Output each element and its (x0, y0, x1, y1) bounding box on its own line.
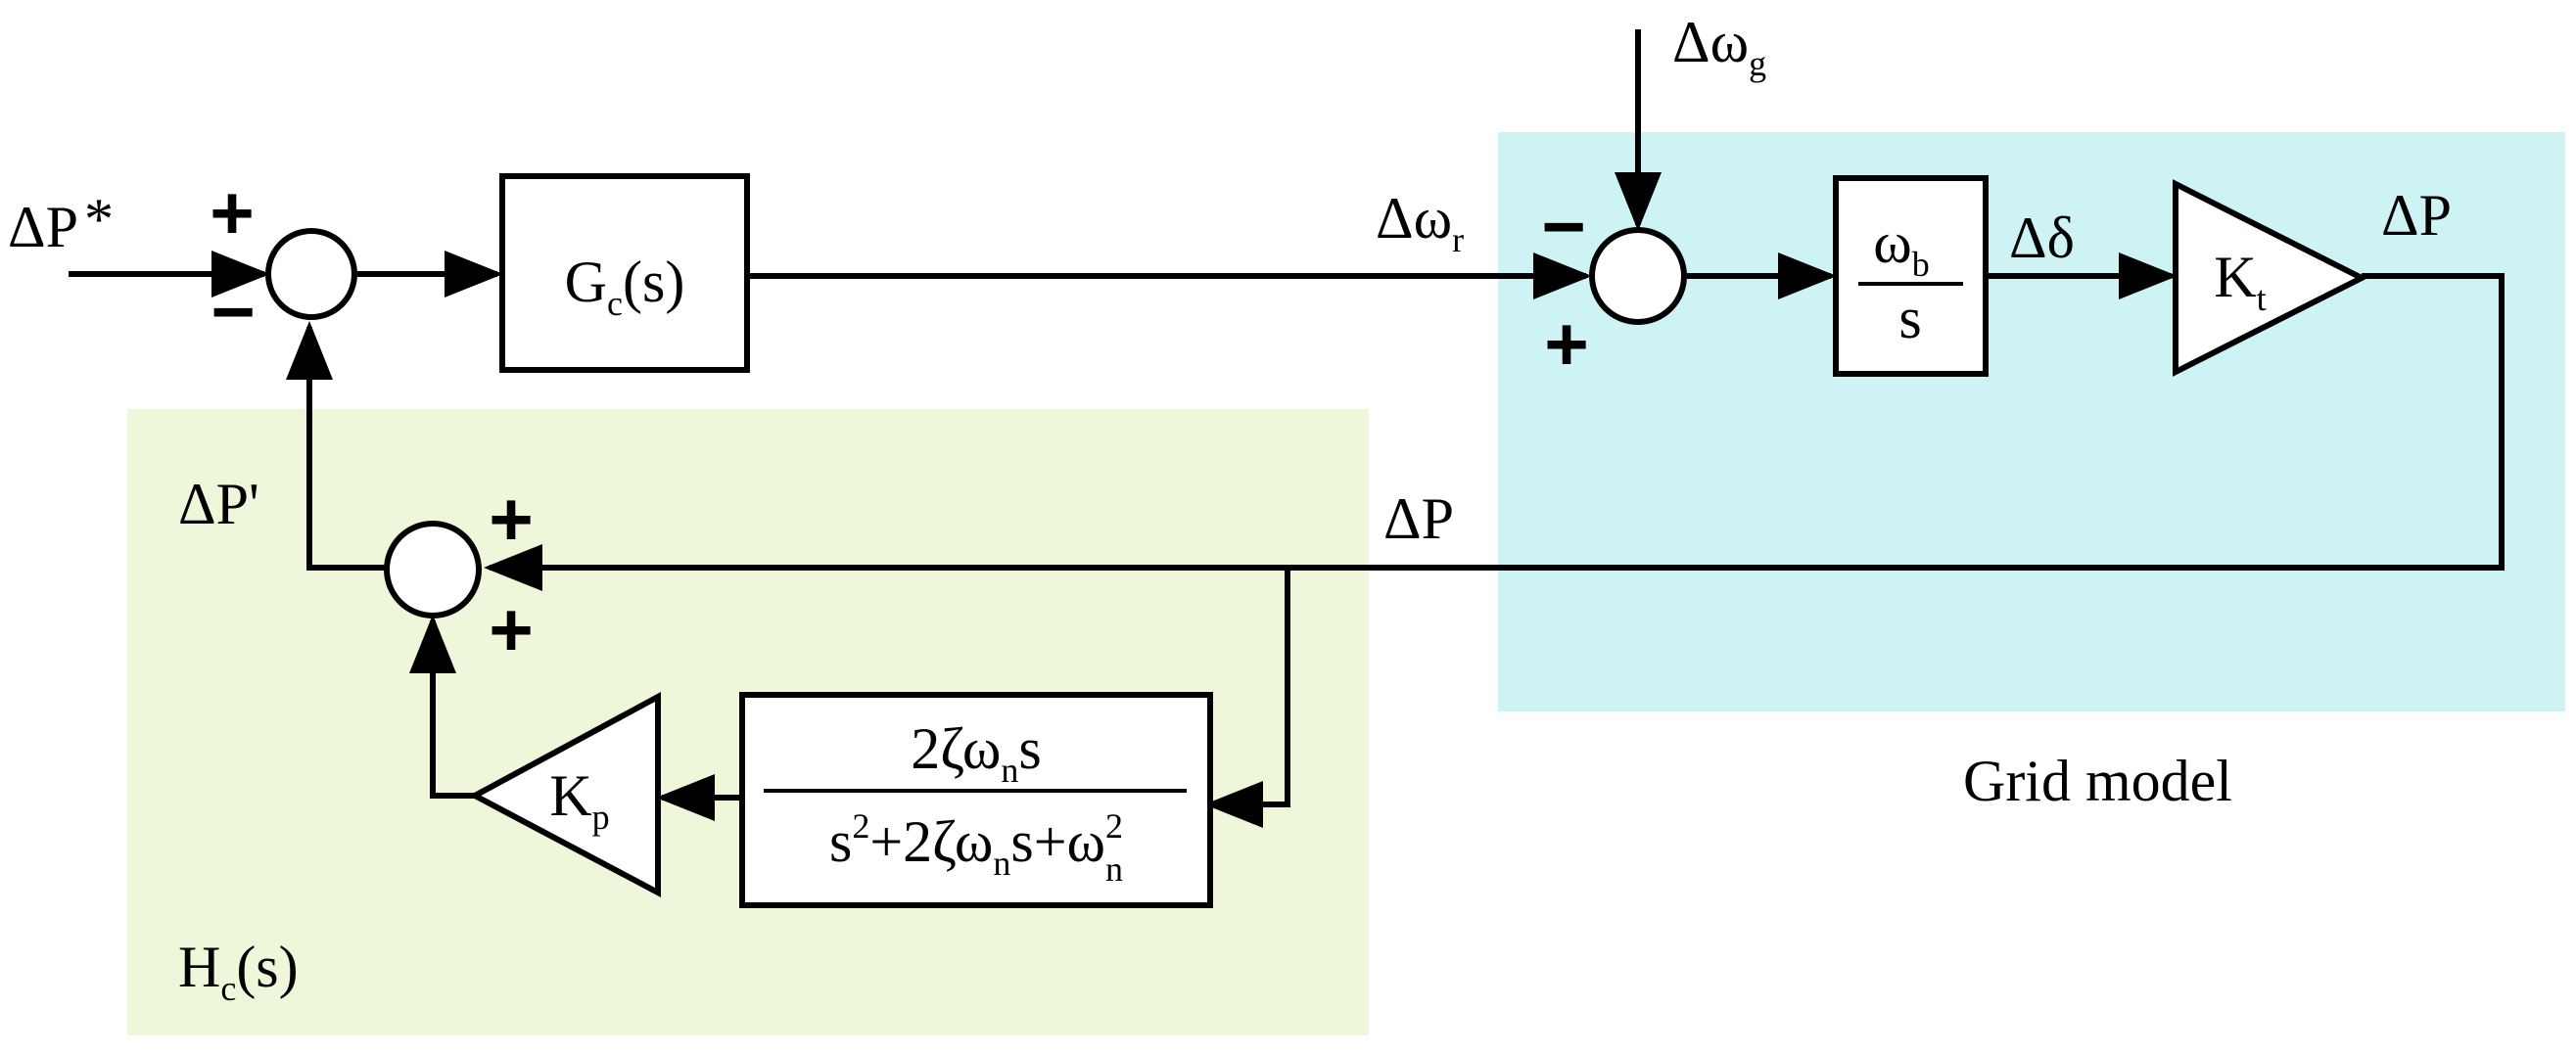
dp-ref-label: ΔP* (8, 187, 114, 259)
hc-region-label: Hc(s) (178, 935, 299, 1008)
integrator-numerator: ωb (1873, 210, 1930, 284)
sum3-plus-sign-bottom: + (489, 586, 534, 672)
sum1-minus-sign: − (211, 268, 256, 354)
bandpass-filter-block (739, 692, 1213, 908)
ddelta-label: Δδ (2009, 206, 2075, 270)
gc-block-label: Gc(s) (565, 250, 685, 323)
sum1-plus-sign: + (210, 169, 255, 255)
integrator-denominator: s (1898, 286, 1921, 350)
filter-numerator: 2ζωns (911, 716, 1042, 790)
dp-feedback-wire (484, 273, 2505, 591)
sum2-minus-sign: − (1541, 183, 1586, 269)
grid-model-region (1498, 132, 2565, 711)
sum3-plus-sign-top: + (489, 476, 534, 562)
kp-gain-block (468, 691, 661, 897)
kt-gain-label: Kt (2214, 245, 2266, 318)
kp-gain-label: Kp (549, 763, 609, 837)
branch-to-filter-wire (1204, 568, 1290, 828)
summing-junction-2 (1589, 227, 1687, 325)
sum2-plus-sign: + (1544, 300, 1589, 387)
domega-r-label: Δωr (1376, 186, 1464, 259)
kt-gain-block (2173, 179, 2368, 377)
gc-block (499, 173, 750, 373)
summing-junction-1 (265, 228, 357, 320)
grid-model-label: Grid model (1963, 749, 2232, 813)
kp-to-sum3-wire (409, 615, 475, 799)
domega-g-label: Δωg (1672, 10, 1766, 83)
dp-feedback-label: ΔP (1383, 486, 1454, 551)
summing-junction-3 (384, 521, 482, 619)
integrator-block (1833, 175, 1989, 377)
dp-output-label: ΔP (2381, 183, 2452, 248)
dp-prime-label: ΔP' (178, 472, 259, 536)
dp-prime-to-sum1-wire (286, 321, 387, 571)
